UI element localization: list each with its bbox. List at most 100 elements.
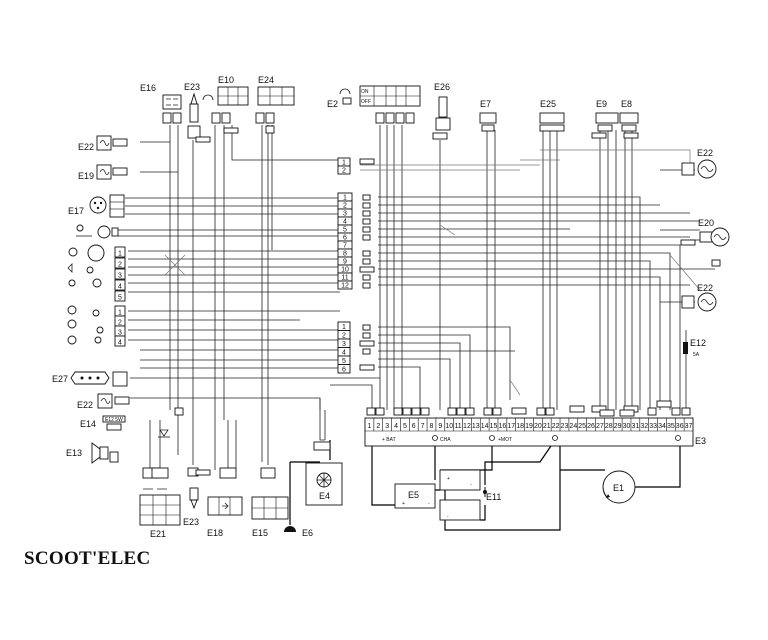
- e15: E15: [251, 467, 289, 538]
- connector-pin-label: 5: [403, 423, 407, 430]
- left-upper-pin-box: [114, 290, 126, 302]
- center-mid-pin-label: 5: [343, 227, 347, 234]
- e9-label: E9: [596, 99, 607, 109]
- center-mid-pin-label: 4: [343, 219, 347, 226]
- center-mid-pin-label: 1: [343, 195, 347, 202]
- left-upper-group: 1 2 3 4 5: [67, 244, 126, 302]
- center-mid-pin-label: 9: [343, 259, 347, 266]
- e22-right-top: E22: [681, 148, 717, 179]
- connector-pin-label: 9: [438, 423, 442, 430]
- left-upper-pin-label: 3: [118, 273, 122, 280]
- switch-off-label: OFF: [361, 99, 371, 105]
- e2-label: E2: [327, 99, 338, 109]
- e25-label: E25: [540, 99, 556, 109]
- connector-pin-label: 4: [394, 423, 398, 430]
- connector-pin-label: 1: [367, 423, 371, 430]
- connector-pin-label: 29: [614, 423, 622, 430]
- left-upper-pin-label: 4: [118, 284, 122, 291]
- e5-label: E5: [408, 490, 419, 500]
- e26-label: E26: [434, 82, 450, 92]
- left-lower-pin-label: 4: [118, 340, 122, 347]
- e21: E21: [139, 467, 181, 539]
- left-upper-pin-box: [114, 279, 126, 291]
- center-mid-pin-box: [337, 280, 353, 290]
- connector-pin-label: 28: [605, 423, 613, 430]
- connector-pin-label: 13: [472, 423, 480, 430]
- center-low-pin-label: 1: [342, 324, 346, 331]
- e15-label: E15: [252, 528, 268, 538]
- e18: E18: [207, 467, 243, 538]
- battery-plus-top: +: [447, 476, 450, 482]
- e16: E16: [140, 83, 182, 124]
- center-top-pin-box: [337, 165, 351, 175]
- e6: E6: [284, 526, 313, 538]
- e20-label: E20: [698, 218, 714, 228]
- connector-pin-label: 8: [430, 423, 434, 430]
- e12-label: E12: [690, 338, 706, 348]
- e7-label: E7: [480, 99, 491, 109]
- e22-right-bottom-label: E22: [697, 283, 713, 293]
- e22-left-top-label: E22: [78, 142, 94, 152]
- connector-pin-label: 7: [421, 423, 425, 430]
- e13: E13: [66, 442, 119, 464]
- center-low-pin-label: 5: [342, 358, 346, 365]
- battery-minus-top: -: [470, 482, 472, 488]
- e1-label: E1: [613, 483, 624, 493]
- connector-pin-label: 31: [631, 423, 639, 430]
- e23-bottom: E23: [183, 467, 211, 527]
- left-sensor-row: [76, 224, 119, 239]
- connector-pin-label: 37: [685, 423, 693, 430]
- e13-label: E13: [66, 448, 82, 458]
- e26: E26: [432, 82, 451, 140]
- e2: ON OFF E2: [327, 85, 421, 124]
- center-top-block: 12: [337, 157, 375, 175]
- e23-top: E23: [184, 82, 211, 143]
- cha-terminal-label: CHA: [440, 437, 451, 443]
- e4: E4: [305, 441, 343, 506]
- connector-pin-label: 12: [463, 423, 471, 430]
- left-upper-pin-label: 1: [118, 251, 122, 258]
- center-mid-pin-label: 12: [341, 283, 349, 290]
- inline-tags: [359, 194, 375, 371]
- connector-pin-label: 30: [623, 423, 631, 430]
- left-upper-pin-box: [114, 257, 126, 269]
- connector-pin-label: 22: [552, 423, 560, 430]
- left-upper-pin-label: 5: [118, 295, 122, 302]
- left-lower-pin-label: 3: [118, 330, 122, 337]
- e18-label: E18: [207, 528, 223, 538]
- left-lower-pin-label: 2: [118, 320, 122, 327]
- e17-label: E17: [68, 206, 84, 216]
- connector-pin-label: 24: [569, 423, 577, 430]
- battery-minus-bottom: -: [447, 514, 449, 520]
- e22-right-top-label: E22: [697, 148, 713, 158]
- connector-pin-label: 34: [658, 423, 666, 430]
- connector-pin-label: 10: [445, 423, 453, 430]
- center-mid-pin-label: 3: [343, 211, 347, 218]
- center-low-pin-label: 6: [342, 367, 346, 374]
- e22-left-bottom: E22: [77, 393, 130, 410]
- e27-label: E27: [52, 374, 68, 384]
- left-upper-pin-label: 2: [118, 262, 122, 269]
- center-low-pin-label: 4: [342, 350, 346, 357]
- center-low-pin-label: 2: [342, 333, 346, 340]
- connector-pin-label: 23: [561, 423, 569, 430]
- e25: E25: [539, 99, 565, 132]
- connector-pin-label: 14: [481, 423, 489, 430]
- center-mid-pin-label: 8: [343, 251, 347, 258]
- connector-pin-label: 17: [507, 423, 515, 430]
- connector-pin-label: 21: [543, 423, 551, 430]
- e3-label: E3: [695, 436, 706, 446]
- e8: E8: [619, 99, 639, 139]
- pin-plugs: [366, 400, 691, 417]
- connector-pin-label: 27: [596, 423, 604, 430]
- e12: 5A E12: [683, 338, 706, 358]
- connector-pin-label: 19: [525, 423, 533, 430]
- e22-right-bottom: E22: [681, 283, 717, 312]
- e17: E17: [68, 194, 125, 218]
- e16-label: E16: [140, 83, 156, 93]
